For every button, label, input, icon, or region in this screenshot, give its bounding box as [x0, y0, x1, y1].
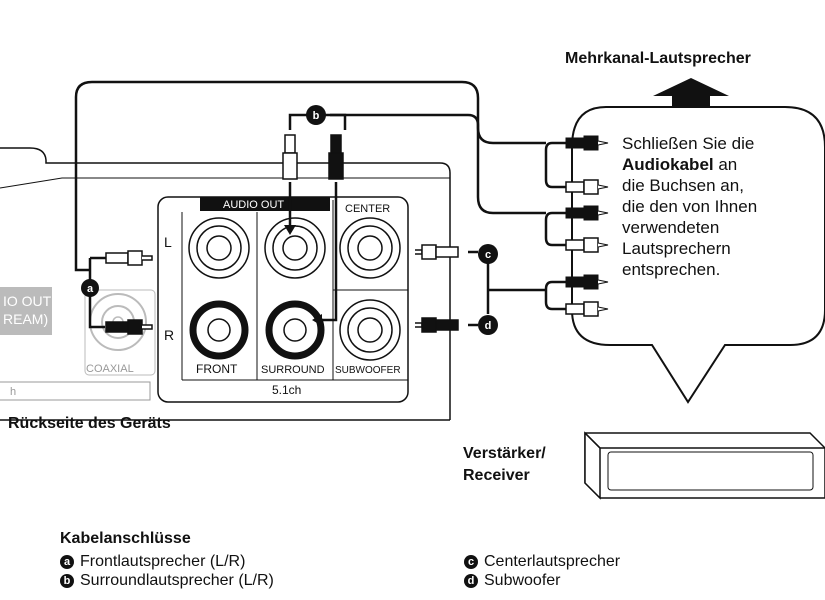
legend-badge-d: d — [464, 573, 478, 588]
amp-label-1: Verstärker/ — [463, 445, 546, 462]
jack-surround-r[interactable] — [265, 300, 325, 360]
bubble-instruction: Schließen Sie die Audiokabel an die Buch… — [622, 133, 822, 280]
legend-badge-b: b — [60, 573, 74, 588]
arrow-down-icon — [284, 225, 296, 235]
label-R: R — [164, 327, 174, 343]
device-bottom-inner — [0, 381, 151, 401]
plug-c — [415, 244, 459, 260]
surround-label: SURROUND — [261, 364, 325, 376]
device-right-edge — [439, 162, 451, 420]
svg-text:a: a — [87, 283, 94, 295]
jack-front-l[interactable] — [188, 217, 250, 279]
heading-speakers: Mehrkanal-Lautsprecher — [565, 50, 751, 67]
legend-item-b: b Surroundlautsprecher (L/R) — [60, 571, 274, 590]
svg-text:b: b — [313, 110, 320, 122]
svg-text:c: c — [485, 249, 491, 261]
jack-surround-l[interactable] — [264, 217, 326, 279]
plug-d — [415, 317, 459, 333]
small-h-label: h — [10, 386, 16, 398]
speech-bubble — [571, 106, 825, 404]
legend-text-a: Frontlautsprecher (L/R) — [80, 553, 246, 570]
arrow-left-icon — [312, 314, 322, 326]
jack-subwoofer[interactable] — [339, 299, 401, 361]
bubble-plugs — [565, 135, 609, 317]
arrow-up-icon — [653, 78, 729, 108]
bubble-line-2-rest: an — [713, 155, 738, 174]
device-top-edge-2 — [0, 177, 450, 189]
jack-front-r[interactable] — [189, 300, 249, 360]
plug-b-right — [328, 134, 344, 180]
bubble-line-2: Audiokabel an — [622, 154, 822, 175]
legend-badge-a: a — [60, 554, 74, 569]
device-top-edge — [0, 147, 440, 164]
jack-center[interactable] — [339, 217, 401, 279]
legend-text-c: Centerlautsprecher — [484, 553, 621, 570]
bubble-line-3: die Buchsen an, — [622, 176, 744, 195]
bubble-line-7: entsprechen. — [622, 260, 721, 279]
audio-out-header-bg — [200, 197, 330, 211]
digital-out-label-2: REAM) — [3, 311, 48, 327]
ch-label: 5.1ch — [272, 383, 301, 397]
digital-out-label-1: IO OUT — [3, 293, 52, 309]
legend-item-c: c Centerlautsprecher — [464, 552, 620, 571]
amplifier-receiver — [584, 431, 825, 500]
label-L: L — [164, 234, 172, 250]
svg-text:d: d — [485, 320, 492, 332]
badge-b: b — [306, 105, 326, 125]
legend-text-d: Subwoofer — [484, 572, 561, 589]
rear-panel-label: Rückseite des Geräts — [8, 415, 171, 432]
audio-out-label: AUDIO OUT — [223, 199, 284, 211]
bubble-line-1: Schließen Sie die — [622, 134, 755, 153]
legend-item-a: a Frontlautsprecher (L/R) — [60, 552, 245, 571]
legend-text-b: Surroundlautsprecher (L/R) — [80, 572, 274, 589]
badge-a: a — [81, 279, 99, 297]
badge-c: c — [478, 244, 498, 264]
bubble-bold: Audiokabel — [622, 155, 714, 174]
bubble-line-5: verwendeten — [622, 218, 720, 237]
plug-a-bottom — [105, 319, 153, 335]
center-label: CENTER — [345, 203, 390, 215]
legend-title: Kabelanschlüsse — [60, 530, 191, 547]
front-label: FRONT — [196, 362, 238, 376]
badge-d: d — [478, 315, 498, 335]
legend-item-d: d Subwoofer — [464, 571, 561, 590]
bubble-line-4: die den von Ihnen — [622, 197, 758, 216]
amp-label-2: Receiver — [463, 467, 530, 484]
legend-badge-c: c — [464, 554, 478, 569]
subwoofer-label: SUBWOOFER — [335, 365, 401, 376]
plug-a-top — [105, 250, 153, 266]
plug-b-left — [282, 134, 298, 180]
coaxial-label: COAXIAL — [86, 363, 134, 375]
digital-out-label-bg — [0, 287, 52, 335]
bubble-line-6: Lautsprechern — [622, 239, 731, 258]
